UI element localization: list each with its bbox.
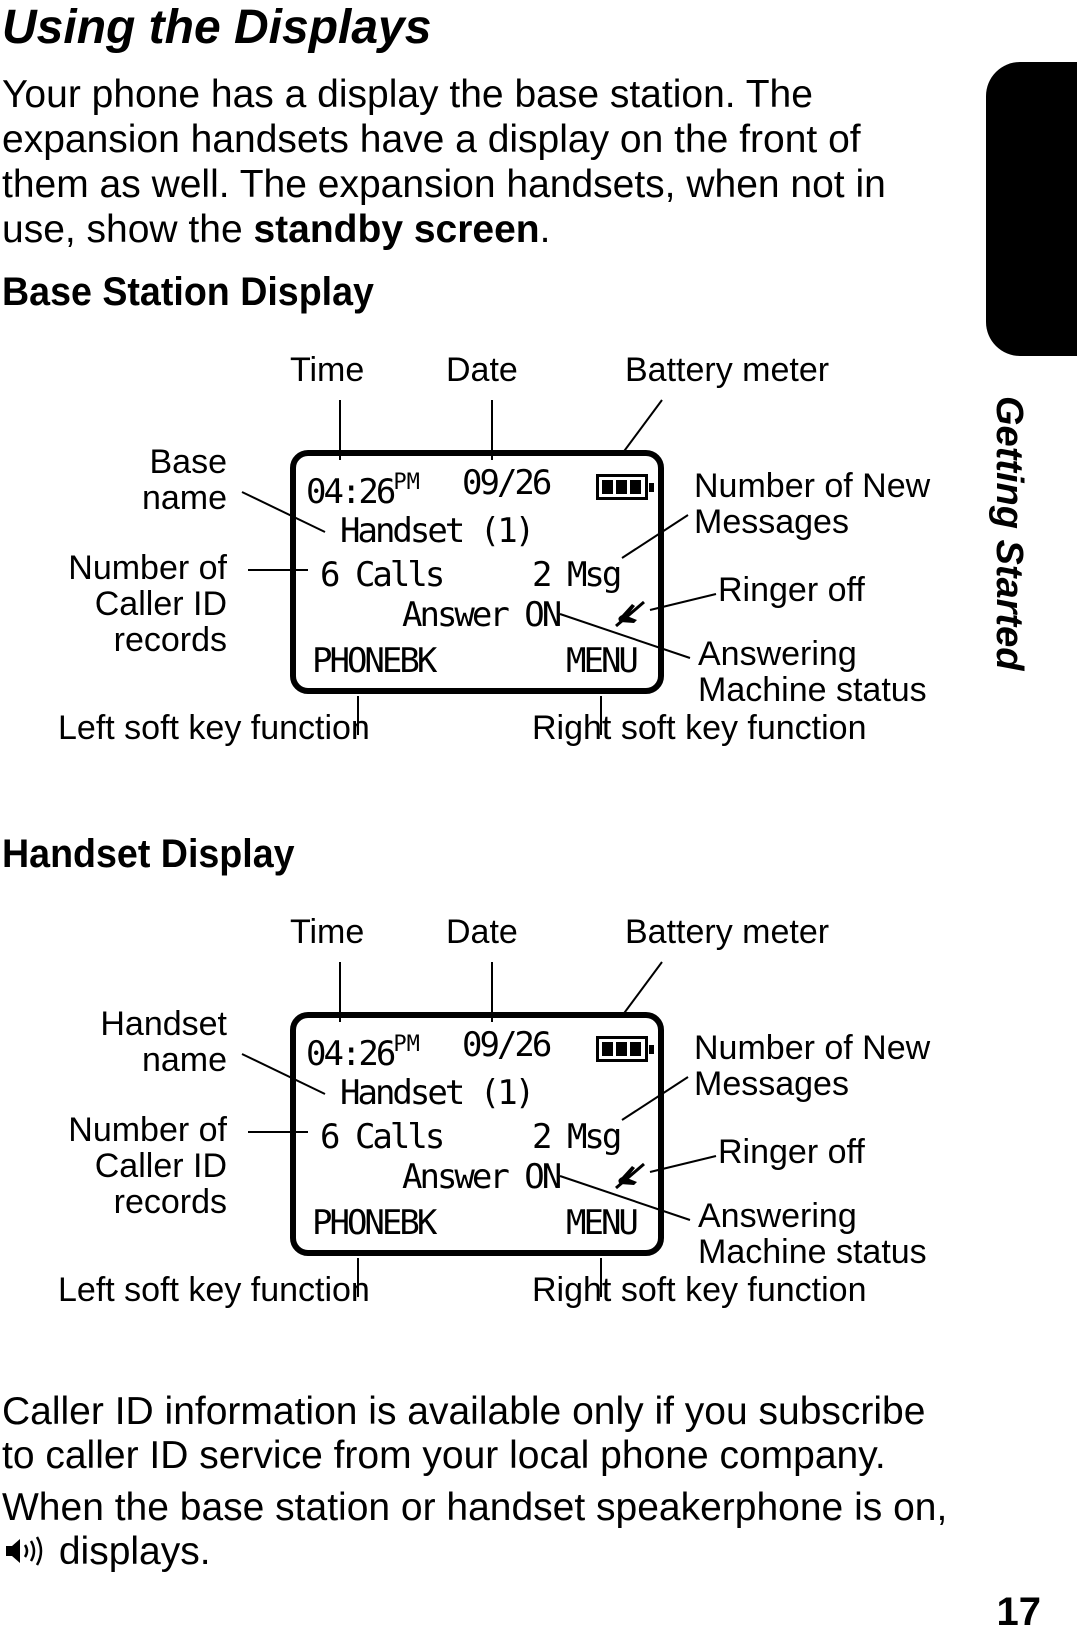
lcd-messages: 2 Msg [532,1117,622,1157]
lcd-left-soft-key: PHONEBK [312,1203,437,1243]
speakerphone-note: When the base station or handset speaker… [2,1486,948,1573]
time-label: Time [290,913,365,951]
ringer-off-icon [615,1162,645,1190]
base-station-diagram: Time Date Battery meter Base name Number… [0,340,1077,780]
lcd-right-soft-key: MENU [566,641,639,681]
time-label: Time [290,351,365,389]
lcd-time: 04:26PM [306,470,420,512]
new-messages-label: Number of New Messages [694,467,931,541]
battery-meter-label: Battery meter [625,351,830,389]
answering-machine-label: Answering Machine status [698,635,927,709]
handset-diagram: Time Date Battery meter Handset name Num… [0,902,1077,1342]
lcd-date: 09/26 [462,1025,552,1065]
lcd-calls: 6 Calls [320,555,445,595]
left-soft-key-label: Left soft key function [58,709,370,747]
handset-name-label: Handset name [100,1005,227,1079]
handset-lcd-screen: 04:26PM 09/26 Handset (1) 6 Calls 2 Msg … [290,1012,664,1256]
battery-full-icon [596,474,654,500]
speakerphone-icon [6,1536,43,1566]
intro-paragraph: Your phone has a display the base statio… [2,73,886,251]
handset-heading: Handset Display [2,832,295,876]
ringer-off-label: Ringer off [718,571,865,609]
lcd-calls: 6 Calls [320,1117,445,1157]
lcd-device-name: Handset (1) [340,511,535,551]
lcd-answer-status: Answer ON [402,1157,562,1197]
ringer-off-label: Ringer off [718,1133,865,1171]
lcd-time: 04:26PM [306,1032,420,1074]
page-title: Using the Displays [2,1,432,54]
base-station-heading: Base Station Display [2,270,374,314]
right-soft-key-label: Right soft key function [532,1271,867,1309]
left-soft-key-label: Left soft key function [58,1271,370,1309]
date-label: Date [446,913,518,951]
caller-id-records-label: Number of Caller ID records [68,549,227,659]
lcd-device-name: Handset (1) [340,1073,535,1113]
answering-machine-label: Answering Machine status [698,1197,927,1271]
base-callout-lines [241,399,717,735]
base-lcd-screen: 04:26PM 09/26 Handset (1) 6 Calls 2 Msg … [290,450,664,694]
page-number: 17 [996,1590,1042,1634]
caller-id-note: Caller ID information is available only … [2,1390,926,1477]
base-name-label: Base name [141,443,227,517]
lcd-answer-status: Answer ON [402,595,562,635]
ringer-off-icon [615,600,645,628]
standby-screen-term: standby screen [253,208,540,251]
caller-id-records-label: Number of Caller ID records [68,1111,227,1221]
right-soft-key-label: Right soft key function [532,709,867,747]
battery-meter-label: Battery meter [625,913,830,951]
new-messages-label: Number of New Messages [694,1029,931,1103]
lcd-messages: 2 Msg [532,555,622,595]
date-label: Date [446,351,518,389]
lcd-right-soft-key: MENU [566,1203,639,1243]
battery-full-icon [596,1036,654,1062]
lcd-date: 09/26 [462,463,552,503]
chapter-tab [986,62,1077,356]
lcd-left-soft-key: PHONEBK [312,641,437,681]
